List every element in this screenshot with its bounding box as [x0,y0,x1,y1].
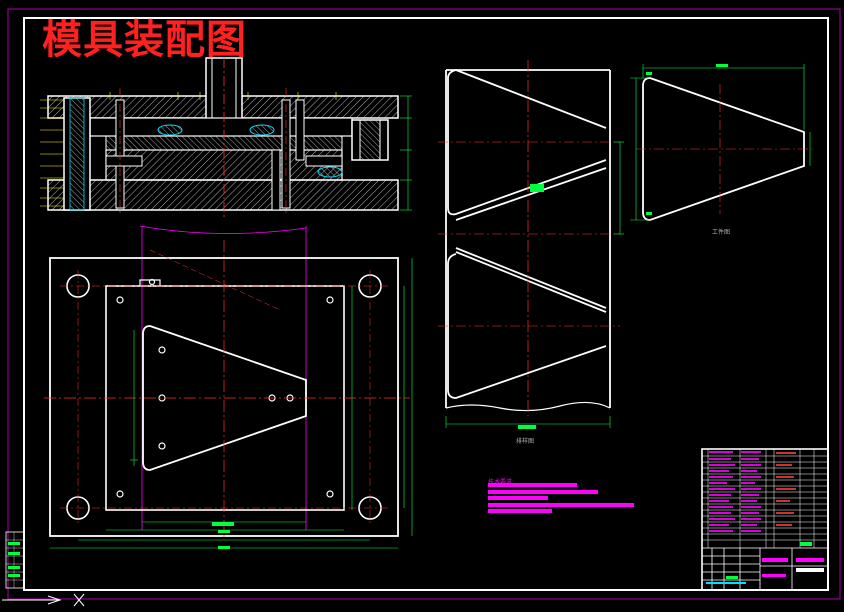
drawing-frame [23,17,829,591]
plan-view[interactable] [44,225,413,549]
tech-note-3 [488,496,548,500]
tech-note-1 [488,483,577,487]
section-view[interactable] [40,40,412,220]
parts-list-table[interactable] [701,448,829,591]
outer-border [7,8,841,600]
workpiece-view[interactable]: 工件图 [630,64,812,236]
drawing-title: 模具装配图 [42,16,247,63]
workpiece-label: 工件图 [712,228,730,236]
technical-requirements: 技术要求: [488,478,634,513]
ucs-axis-icon [2,593,85,607]
tech-note-4 [488,503,634,507]
tech-note-5 [488,509,552,513]
revision-block [5,531,25,589]
strip-layout-view[interactable]: 排样图 [438,60,624,445]
tech-requirements-heading: 技术要求: [488,478,514,486]
tech-note-2 [488,490,598,494]
strip-layout-label: 排样图 [516,437,534,445]
